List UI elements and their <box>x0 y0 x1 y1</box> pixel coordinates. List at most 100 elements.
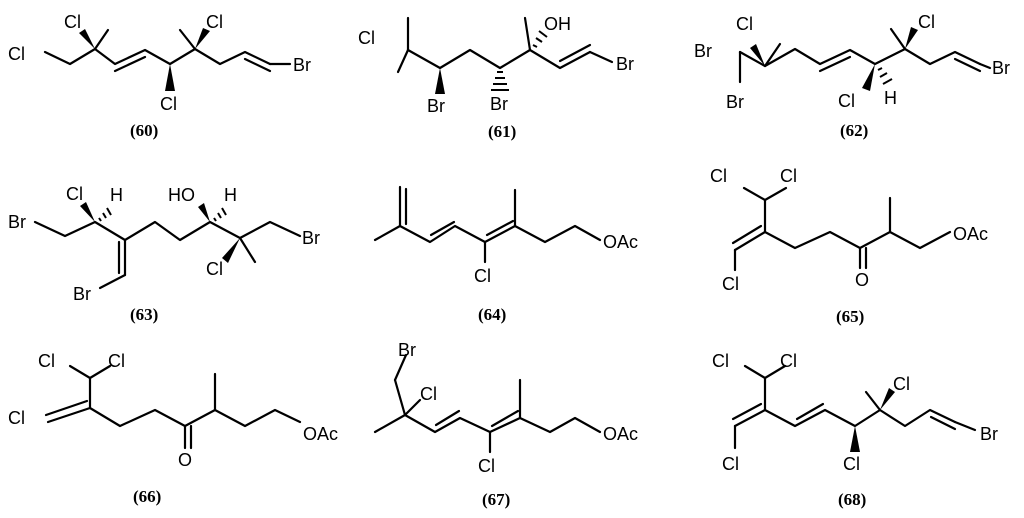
methyl-bond <box>523 16 532 52</box>
atom-label: Cl <box>893 374 910 394</box>
methyl-bond <box>396 48 410 74</box>
compound-67: Br Cl Cl OAc (67) <box>373 340 638 509</box>
atom-label: Cl <box>8 44 25 64</box>
backbone <box>738 47 982 68</box>
methyl-bond <box>178 28 197 51</box>
hash-bond <box>213 207 227 222</box>
bond <box>763 186 788 202</box>
bond <box>403 398 422 417</box>
double-bond <box>953 57 982 73</box>
hash-bond <box>98 207 112 222</box>
hash-bond <box>532 30 548 48</box>
atom-label: Cl <box>478 456 495 476</box>
compound-label: (68) <box>838 490 866 509</box>
wedge-bond <box>905 27 918 49</box>
atom-label: Cl <box>843 454 860 474</box>
bond <box>393 378 407 417</box>
atom-label: HO <box>168 185 195 205</box>
atom-label: Cl <box>736 14 753 34</box>
bond <box>98 273 127 290</box>
atom-label: Br <box>616 54 634 74</box>
double-bond <box>243 57 272 73</box>
atom-label: OAc <box>303 424 338 444</box>
compound-label: (60) <box>130 121 158 140</box>
atom-label: H <box>110 185 123 205</box>
double-bond <box>429 220 456 237</box>
atom-label: Br <box>73 284 91 304</box>
bond <box>742 186 767 202</box>
atom-label: Cl <box>420 384 437 404</box>
atom-label: Cl <box>358 28 375 48</box>
atom-label: OAc <box>603 424 638 444</box>
compound-label: (62) <box>840 121 868 140</box>
bond <box>763 364 787 380</box>
bond <box>953 420 977 432</box>
bond <box>743 364 767 380</box>
atom-label: O <box>855 270 869 290</box>
bond <box>46 406 92 424</box>
atom-label: Cl <box>108 351 125 371</box>
atom-label: H <box>224 185 237 205</box>
bond <box>733 230 767 252</box>
double-bond <box>731 402 763 421</box>
atom-label: Cl <box>64 12 81 32</box>
double-bond <box>113 55 147 73</box>
atom-label: O <box>178 450 192 470</box>
atom-label: Cl <box>722 454 739 474</box>
methyl-bond <box>93 28 110 51</box>
double-bond <box>818 55 852 73</box>
atom-label: Br <box>980 424 998 444</box>
compound-label: (61) <box>488 122 516 141</box>
compound-63: Br Cl H Br HO H Cl Br (63) <box>8 184 320 324</box>
bond <box>393 353 408 382</box>
wedge-bond <box>435 68 445 94</box>
double-bond <box>731 224 763 245</box>
atom-label: Cl <box>474 266 491 286</box>
atom-label: Cl <box>918 12 935 32</box>
atom-label: Cl <box>8 408 25 428</box>
bond <box>68 364 92 380</box>
atom-label: OAc <box>603 232 638 252</box>
atom-label: Br <box>398 340 416 360</box>
atom-label: OAc <box>953 224 988 244</box>
backbone <box>373 413 602 434</box>
atom-label: Cl <box>722 274 739 294</box>
compound-label: (63) <box>130 305 158 324</box>
double-bond <box>485 219 515 237</box>
compound-label: (65) <box>836 307 864 326</box>
wedge-bond <box>198 203 210 222</box>
methyl-bond <box>763 42 782 68</box>
hash-bond <box>491 71 509 91</box>
atom-label: Br <box>490 94 508 114</box>
compound-62: Br Br Cl Cl H Cl Br (62) <box>694 12 1010 140</box>
wedge-bond <box>79 29 95 49</box>
atom-label: Br <box>992 58 1010 78</box>
atom-label: Br <box>726 92 744 112</box>
double-bond <box>558 43 592 63</box>
wedge-bond <box>165 64 175 91</box>
methyl-bond <box>864 390 882 412</box>
wedge-bond <box>222 238 240 263</box>
double-bond <box>929 415 957 431</box>
compound-61: Cl OH Br Br Br (61) <box>358 14 634 141</box>
bond <box>733 408 767 428</box>
atom-label: Cl <box>712 351 729 371</box>
double-bond <box>490 409 520 428</box>
compound-68: Cl Cl Cl Cl Cl Br (68) <box>712 351 998 509</box>
atom-label: Br <box>694 41 712 61</box>
atom-label: Cl <box>838 91 855 111</box>
atom-label: Br <box>427 96 445 116</box>
wedge-bond <box>862 64 875 91</box>
compound-60: Cl Cl Cl Cl Br (60) <box>8 12 311 140</box>
backbone <box>33 220 302 242</box>
compound-label: (66) <box>133 487 161 506</box>
compound-label: (64) <box>478 305 506 324</box>
atom-label: H <box>884 88 897 108</box>
hash-bond <box>877 67 893 85</box>
bond <box>588 50 614 64</box>
atom-label: OH <box>544 14 571 34</box>
atom-label: Cl <box>780 166 797 186</box>
atom-label: Cl <box>206 259 223 279</box>
atom-label: Cl <box>206 12 223 32</box>
